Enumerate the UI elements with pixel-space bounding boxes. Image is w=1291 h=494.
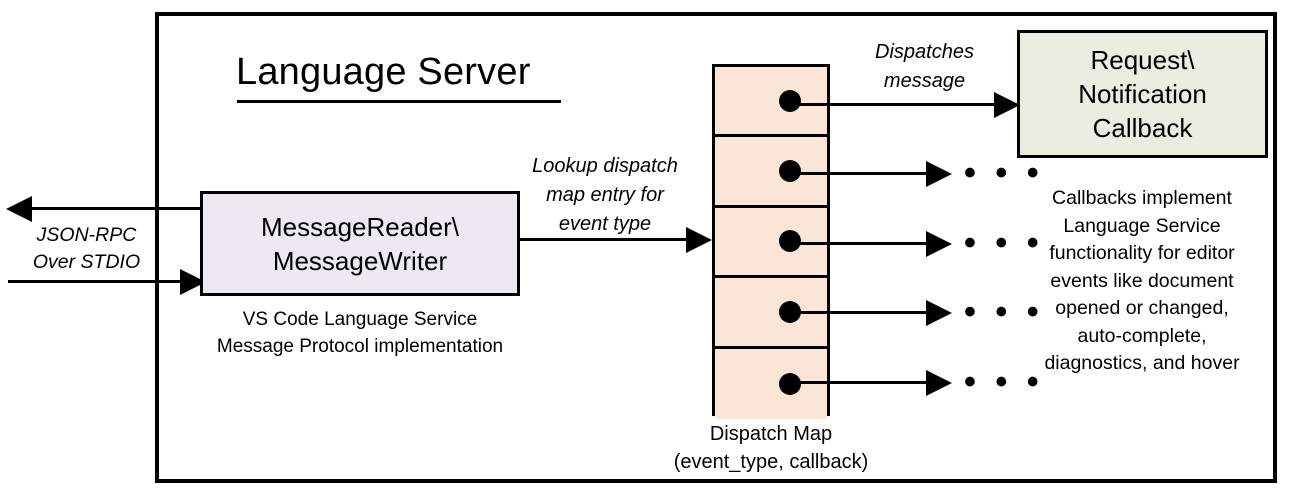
callback-line3: Callback [1092, 113, 1193, 143]
edge-label-jsonrpc-line1: JSON-RPC [36, 224, 137, 246]
edge-label-lookup: Lookup dispatch map entry for event type [510, 152, 700, 239]
dispatch-edge-4-line [782, 311, 929, 314]
lookup-edge-arrowhead [686, 226, 712, 253]
jsonrpc-outbound-arrowhead [6, 195, 32, 222]
jsonrpc-outbound-line [30, 207, 205, 210]
edge-label-dispatches-line2: message [883, 70, 966, 92]
edge-label-lookup-line1: Lookup dispatch [532, 155, 678, 177]
dispatch-map-caption-line1: Dispatch Map [709, 423, 833, 445]
dispatch-edge-4-arrowhead [926, 299, 952, 326]
dispatch-map-caption-line2: (event_type, callback) [673, 451, 869, 473]
edge-label-jsonrpc: JSON-RPC Over STDIO [14, 222, 159, 276]
lookup-edge-line [519, 238, 689, 241]
page-title-underline [237, 100, 561, 103]
edge-label-dispatches-line1: Dispatches [875, 41, 974, 63]
message-reader-writer-line2: MessageWriter [272, 245, 448, 276]
callback-caption-line: functionality for editor [1049, 242, 1235, 264]
message-reader-writer-line1: MessageReader\ [261, 211, 459, 242]
edge-label-dispatches: Dispatches message [832, 38, 1017, 96]
edge-label-lookup-line2: map entry for [546, 184, 664, 206]
dispatch-edge-3-line [782, 242, 929, 245]
dispatch-edge-1-arrowhead [994, 91, 1020, 118]
dispatch-edge-2-line [782, 172, 929, 175]
callback-line1: Request\ [1090, 45, 1195, 75]
dispatch-edge-2-arrowhead [926, 160, 952, 187]
edge-label-lookup-line3: event type [558, 213, 652, 235]
callback-caption-line: Callbacks implement [1052, 187, 1232, 209]
dispatch-edge-5-arrowhead [926, 369, 952, 396]
message-reader-writer-node[interactable]: MessageReader\ MessageWriter [200, 191, 520, 296]
dispatch-edge-5-line [782, 381, 929, 384]
dispatch-edge-5-ellipsis: • • • [964, 363, 1044, 401]
dispatch-map-caption: Dispatch Map (event_type, callback) [640, 420, 902, 476]
dispatch-map-entry-dot [779, 89, 801, 112]
callback-caption-line: events like document [1050, 269, 1234, 292]
message-reader-writer-caption: VS Code Language Service Message Protoco… [200, 306, 520, 360]
dispatch-map-entry-dot [779, 160, 801, 183]
dispatch-edge-3-arrowhead [926, 230, 952, 257]
callback-line2: Notification [1078, 79, 1207, 109]
message-reader-writer-caption-line2: Message Protocol implementation [216, 336, 504, 357]
edge-label-jsonrpc-line2: Over STDIO [32, 251, 141, 273]
callback-caption-line: opened or changed, [1055, 297, 1229, 319]
language-server-container [155, 12, 1277, 483]
dispatch-map-row[interactable] [715, 137, 827, 208]
callback-caption-line: Language Service [1063, 214, 1221, 237]
jsonrpc-inbound-line [8, 280, 183, 283]
dispatch-map-row[interactable] [715, 67, 827, 138]
dispatch-edge-1-line [782, 103, 998, 106]
callback-caption-line: diagnostics, and hover [1044, 352, 1240, 374]
request-notification-callback-node[interactable]: Request\ Notification Callback [1017, 30, 1268, 158]
dispatch-map-table[interactable] [712, 64, 830, 419]
message-reader-writer-caption-line1: VS Code Language Service [242, 309, 478, 330]
dispatch-map-entry-dot [779, 230, 801, 253]
callback-caption-line: auto-complete, [1077, 324, 1207, 347]
dispatch-edge-2-ellipsis: • • • [964, 154, 1044, 192]
callback-caption: Callbacks implement Language Service fun… [1008, 185, 1276, 378]
page-title: Language Server [236, 51, 531, 93]
